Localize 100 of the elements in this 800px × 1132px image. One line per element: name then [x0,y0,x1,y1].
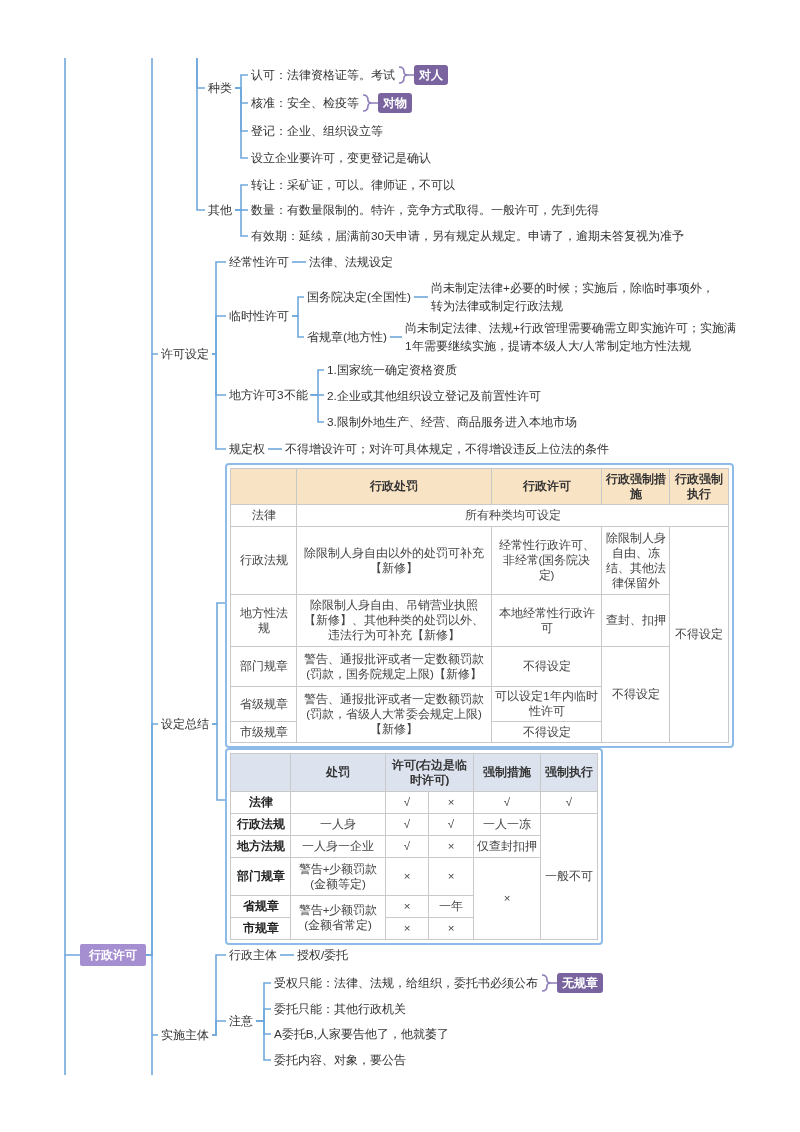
topic-text: 核准：安全、检疫等 [248,94,362,112]
table-cell: 省级规章 [230,686,297,722]
table-cell: × [385,917,429,940]
topic-text: 1.国家统一确定资格资质 [324,361,460,379]
summary-brace [398,66,415,84]
row-header-cell: 市规章 [230,917,291,940]
summary-tag: 对物 [378,93,412,113]
table-cell: × [428,857,474,896]
topic-text: 地方许可3不能 [226,386,311,404]
topic-text: 有效期：延续，届满前30天申请，另有规定从规定。申请了，逾期未答复视为准予 [248,227,688,245]
summary-brace [362,94,379,112]
connector-line [196,57,206,211]
row-header-cell: 行政法规 [230,813,291,836]
connector-line [234,87,249,159]
summary-tag: 无规章 [557,973,603,993]
topic-text: 3.限制外地生产、经营、商品服务进入本地市场 [324,413,580,431]
topic-text: 2.企业或其他组织设立登记及前置性许可 [324,387,544,405]
topic-text: 实施主体 [158,1026,212,1044]
topic-text: 委托只能：其他行政机关 [271,1000,409,1018]
table-cell: √ [540,791,598,814]
table-cell: × [428,835,474,858]
topic-text: 种类 [205,79,235,97]
topic-text: 省规章(地方性) [304,328,390,346]
table-cell: √ [385,835,429,858]
topic-text: 国务院决定(全国性) [304,288,414,306]
table-cell: √ [385,813,429,836]
summary-brace [541,974,558,992]
table-cell: × [385,895,429,918]
header-cell: 行政处罚 [296,468,492,505]
root-topic: 行政许可 [80,944,146,966]
table-cell: 市级规章 [230,721,297,743]
table-cell: 不得设定 [669,526,729,743]
table-cell: × [385,857,429,896]
connector-line [413,296,429,298]
connector-line [309,394,325,423]
table-cell: 地方性法规 [230,594,297,647]
table-cell: 除限制人身自由、吊销营业执照【新修】、其他种类的处罚以外、违法行为可补充【新修】 [296,594,492,647]
topic-text: 临时性许可 [226,307,292,325]
topic-text: 不得增设许可；对许可具体规定，不得增设违反上位法的条件 [282,440,612,458]
table-cell: 本地经常性行政许可 [491,594,602,647]
table-cell: 警告、通报批评或者一定数额罚款(罚款，国务院规定上限)【新修】 [296,646,492,687]
connector-line [211,353,227,450]
row-header-cell: 部门规章 [230,857,291,896]
topic-text: 法律、法规设定 [306,253,396,271]
comparison-table [225,748,603,945]
table-cell: 警告、通报批评或者一定数额罚款(罚款，省级人大常委会规定上限)【新修】 [296,686,492,743]
connector-line [267,448,283,450]
table-cell: 一人一冻 [473,813,541,836]
topic-text: 尚未制定法律+必要的时候；实施后，除临时事项外，转为法律或制定行政法规 [428,279,719,315]
table-cell: 不得设定 [491,646,602,687]
topic-text: 设定总结 [158,715,212,733]
topic-text: 受权只能：法律、法规，给组织，委托书必须公布 [271,974,541,992]
table-cell: 法律 [230,504,297,527]
connector-line [291,261,307,263]
connector-line [211,723,226,801]
table-cell: × [428,791,474,814]
table-cell: 一般不可 [540,813,598,940]
topic-text: 注意 [226,1012,256,1030]
topic-text: 行政主体 [226,946,280,964]
connector-line [145,954,159,1036]
connector-line [211,1020,227,1036]
connector-line [255,1020,272,1061]
topic-text: 委托内容、对象，要公告 [271,1051,409,1069]
topic-text: 尚未制定法律、法规+行政管理需要确需立即实施许可；实施满1年需要继续实施，提请本级人大/人常制定地方性法规 [402,319,743,355]
table-cell: 除限制人身自由以外的处罚可补充【新修】 [296,526,492,595]
connector-line [234,209,249,237]
table-cell: 行政法规 [230,526,297,595]
summary-tag: 对人 [414,65,448,85]
topic-text: 认可：法律资格证等。考试 [248,66,398,84]
table-cell: 除限制人身自由、冻结、其他法律保留外 [601,526,670,595]
connector-line [389,336,403,338]
row-header-cell: 地方法规 [230,835,291,858]
topic-text: 经常性许可 [226,253,292,271]
connector-line [64,57,81,956]
connector-line [291,315,305,338]
table-cell: √ [473,791,541,814]
topic-text: 登记：企业、组织设立等 [248,122,386,140]
table-cell: 警告+少额罚款(金额省常定) [290,895,386,940]
topic-text: 规定权 [226,440,268,458]
header-cell: 行政强制执行 [669,468,729,505]
header-cell: 行政强制措施 [601,468,670,505]
table-cell: 一人身 [290,813,386,836]
table-cell: √ [385,791,429,814]
header-cell: 许可(右边是临时许可) [385,753,474,792]
topic-text: 其他 [205,201,235,219]
header-cell: 行政许可 [491,468,602,505]
header-cell: 强制执行 [540,753,598,792]
table-cell: 经常性行政许可、非经常(国务院决定) [491,526,602,595]
topic-text: 设立企业要许可，变更登记是确认 [248,149,434,167]
topic-text: 数量：有数量限制的。特许，竞争方式取得。一般许可，先到先得 [248,201,602,219]
row-header-cell: 法律 [230,791,291,814]
topic-text: 许可设定 [158,345,212,363]
row-header-cell: 省规章 [230,895,291,918]
table-cell: 所有种类均可设定 [296,504,729,527]
topic-text: A委托B,人家要告他了，他就萎了 [271,1025,452,1043]
topic-text: 转让：采矿证，可以。律师证，不可以 [248,176,458,194]
connector-line [279,954,295,956]
table-cell: 部门规章 [230,646,297,687]
comparison-table [225,463,734,748]
header-cell: 强制措施 [473,753,541,792]
